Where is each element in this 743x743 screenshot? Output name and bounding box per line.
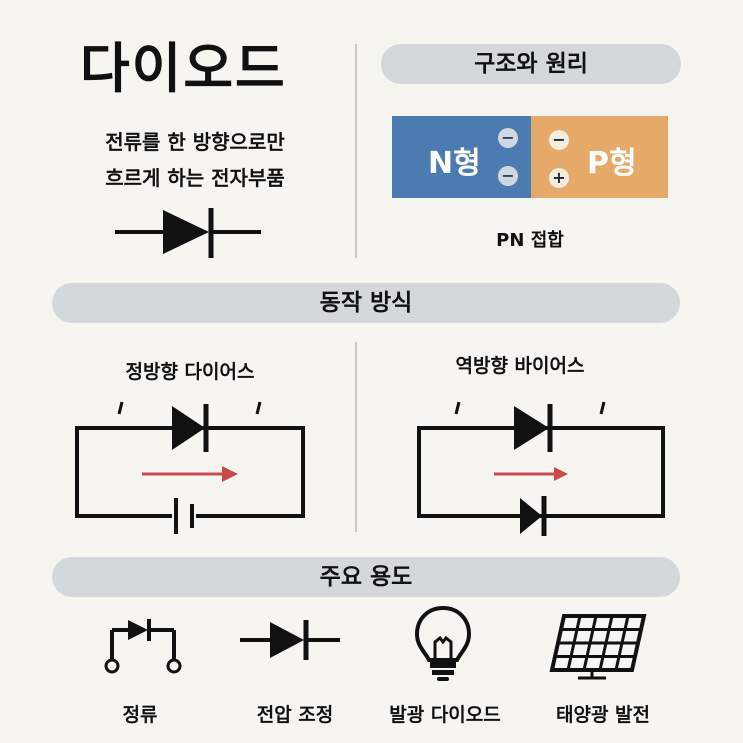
diode-triangle	[172, 406, 205, 450]
tick-mark-left	[117, 401, 124, 415]
diode-symbol-icon	[115, 208, 261, 258]
tick-mark-right	[599, 401, 606, 415]
minus-charge-icon: −	[498, 166, 518, 186]
page-subtitle: 전류를 한 방향으로만 흐르게 하는 전자부품	[60, 124, 330, 196]
diode-triangle	[163, 210, 209, 254]
operation-heading: 동작 방식	[52, 283, 680, 323]
voltage-diode-icon	[240, 620, 340, 660]
current-arrow-head	[222, 466, 238, 482]
uses-heading: 주요 용도	[52, 557, 680, 597]
divider-top	[355, 44, 357, 258]
plus-charge-icon: +	[549, 168, 569, 188]
n-type-region: N형 − −	[392, 116, 531, 198]
minus-charge-icon: −	[498, 128, 518, 148]
forward-bias-circuit	[75, 401, 305, 534]
divider-middle	[355, 342, 357, 532]
minus-charge-icon: −	[549, 130, 569, 150]
forward-bias-label: 정방향 다이어스	[125, 361, 255, 383]
tick-mark-left	[454, 401, 461, 415]
rectifier-icon	[104, 619, 182, 674]
structure-heading: 구조와 원리	[381, 44, 681, 84]
use-label-voltage-regulation: 전압 조정	[256, 704, 334, 726]
use-label-solar: 태양광 발전	[555, 704, 650, 726]
n-type-label: N형	[428, 146, 481, 181]
diode-triangle	[514, 406, 549, 450]
bottom-diode-triangle	[520, 498, 542, 534]
use-label-rectification: 정류	[122, 704, 158, 726]
p-type-region: − + P형	[531, 116, 668, 198]
solar-panel-icon	[549, 614, 647, 680]
page-title: 다이오드	[80, 37, 287, 100]
subtitle-line-1: 전류를 한 방향으로만	[105, 130, 285, 154]
use-label-led: 발광 다이오드	[389, 704, 501, 726]
light-bulb-icon	[414, 605, 472, 681]
pn-junction-label: PN 접합	[496, 230, 564, 251]
circuit-loop	[417, 426, 665, 518]
reverse-bias-circuit	[417, 401, 665, 536]
tick-mark-right	[255, 401, 262, 415]
p-type-label: P형	[587, 146, 637, 181]
current-arrow-head	[554, 467, 568, 481]
reverse-bias-label: 역방향 바이어스	[455, 355, 585, 377]
subtitle-line-2: 흐르게 하는 전자부품	[105, 166, 285, 190]
